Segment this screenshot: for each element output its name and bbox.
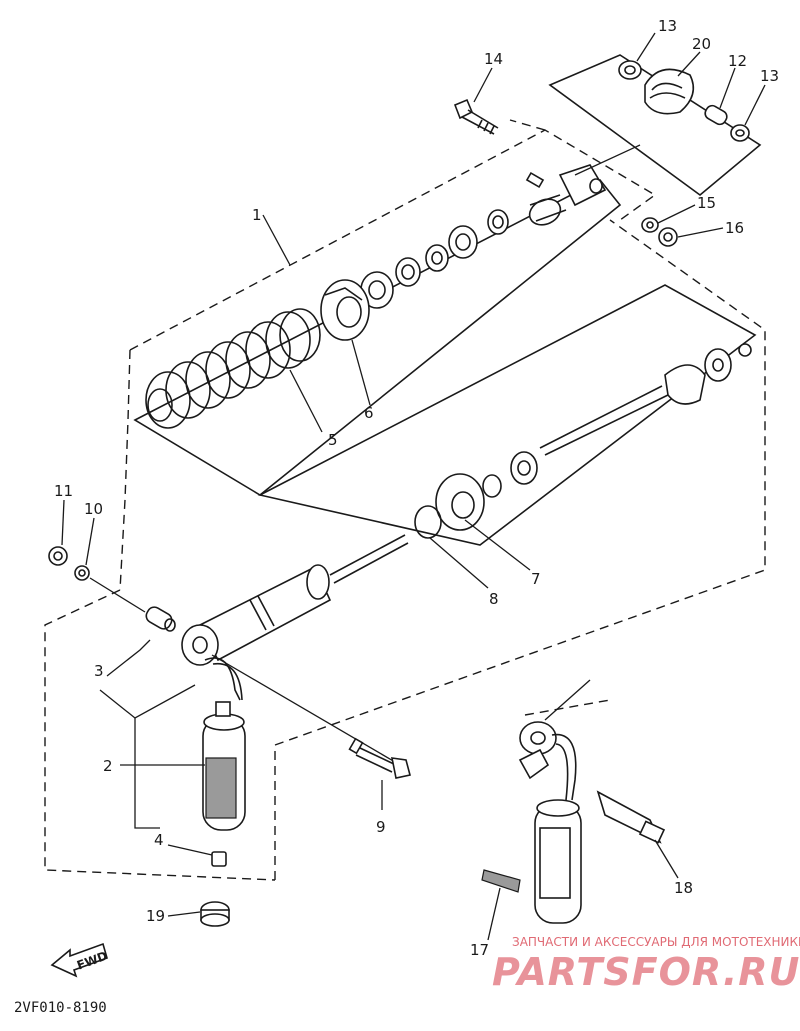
part-12-collar	[704, 104, 728, 126]
callout-17: 17	[470, 941, 489, 959]
diagram-code: 2VF010-8190	[14, 1000, 107, 1016]
watermark: ЗАПЧАСТИ И АКСЕССУАРЫ ДЛЯ МОТОТЕХНИКИ PA…	[492, 935, 800, 994]
part-8-o-ring	[414, 505, 442, 539]
part-18-band	[596, 790, 666, 844]
part-4-plug	[211, 851, 227, 867]
watermark-caption: ЗАПЧАСТИ И АКСЕССУАРЫ ДЛЯ МОТОТЕХНИКИ	[512, 935, 800, 949]
bracket-group-frame	[548, 54, 762, 197]
callout-13-left: 13	[658, 17, 677, 35]
part-17-rubber-pad	[481, 869, 521, 893]
shock-body	[181, 534, 409, 701]
shaft-group-frame	[257, 284, 757, 546]
callout-13-right: 13	[760, 67, 779, 85]
callout-6: 6	[364, 404, 374, 422]
part-2-reservoir	[202, 701, 246, 831]
part-13-bushing-right	[730, 124, 750, 142]
bump-stop-and-rod	[482, 343, 752, 498]
leader-lines	[61, 32, 766, 941]
part-3-collar	[145, 606, 176, 632]
spring-group-frame	[133, 178, 622, 496]
callout-15: 15	[697, 194, 716, 212]
alt-reservoir-assembly	[518, 721, 582, 924]
part-11-nut	[48, 546, 68, 566]
part-15-washer	[641, 217, 659, 233]
callout-12: 12	[728, 52, 747, 70]
callout-2: 2	[103, 757, 113, 775]
forward-direction-arrow: FWD	[50, 942, 109, 978]
callout-9: 9	[376, 818, 386, 836]
part-10-washer	[74, 565, 90, 581]
callout-16: 16	[725, 219, 744, 237]
callout-numbers: 1 2 3 4 5 6 7 8 9 10 11 12 13 13 14 15 1…	[54, 17, 779, 959]
part-13-bushing-left	[618, 60, 642, 80]
part-16-nut	[658, 227, 678, 247]
callout-19: 19	[146, 907, 165, 925]
part-7-seal-seat	[435, 473, 485, 531]
part-9-bolt	[211, 654, 411, 779]
callout-7: 7	[531, 570, 541, 588]
upper-clevis	[525, 164, 607, 226]
adjuster-washers	[360, 209, 509, 309]
callout-14: 14	[484, 50, 503, 68]
part-5-coil-spring	[145, 308, 321, 429]
callout-18: 18	[674, 879, 693, 897]
part-6-spring-seat	[320, 279, 370, 341]
part-19-cap	[200, 901, 230, 927]
callout-8: 8	[489, 590, 499, 608]
callout-11: 11	[54, 482, 73, 500]
assembly-boundary-lines	[44, 119, 766, 881]
part-20-cover	[644, 68, 695, 115]
callout-1: 1	[252, 206, 262, 224]
part-14-bolt	[453, 98, 499, 135]
watermark-brand: PARTSFOR.RU	[492, 950, 800, 994]
callout-4: 4	[154, 831, 164, 849]
callout-3: 3	[94, 662, 104, 680]
callout-20: 20	[692, 35, 711, 53]
callout-10: 10	[84, 500, 103, 518]
callout-5: 5	[328, 431, 338, 449]
